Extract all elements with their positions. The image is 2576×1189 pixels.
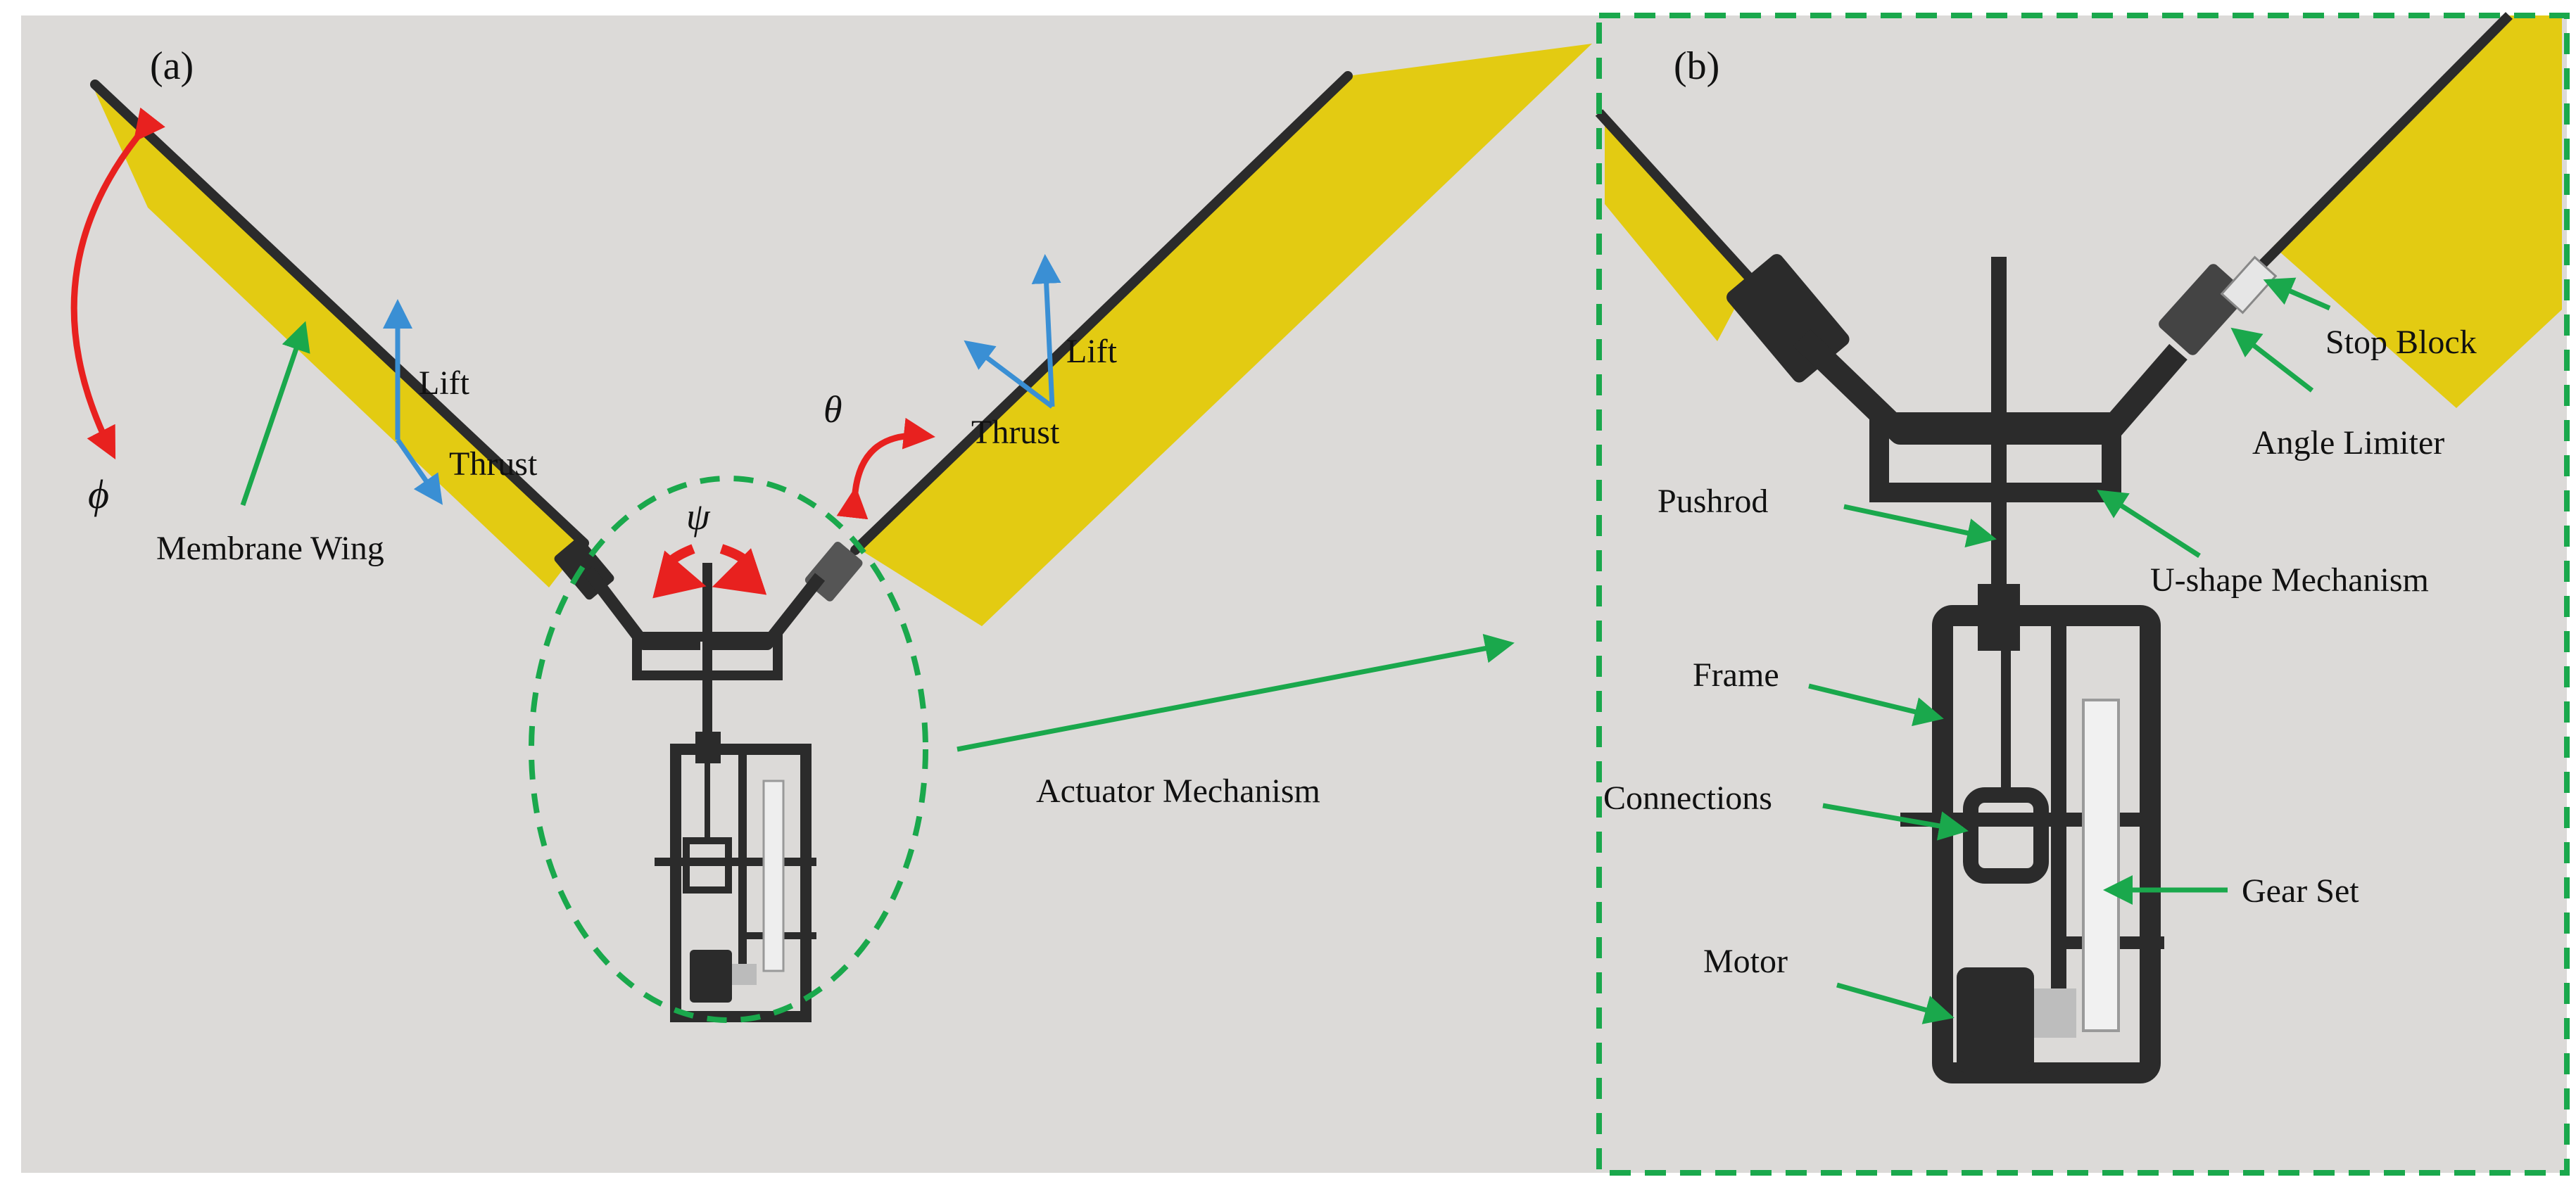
theta-symbol: θ bbox=[823, 388, 842, 431]
membrane-wing-label: Membrane Wing bbox=[156, 530, 384, 567]
actuator-mechanism-label: Actuator Mechanism bbox=[1036, 772, 1320, 810]
pushrod-label: Pushrod bbox=[1658, 483, 1768, 520]
theta-rotation-arrow-icon bbox=[836, 417, 935, 520]
psi-symbol: ψ bbox=[686, 495, 711, 538]
panel-b: (b) Stop Block Angle Limiter Pushrod U-s… bbox=[1595, 12, 2570, 1176]
actuator-highlight-ellipse bbox=[529, 476, 928, 1023]
stop-block bbox=[2220, 255, 2278, 314]
angle-limiter-label: Angle Limiter bbox=[2252, 424, 2444, 462]
small-actuator-mechanism bbox=[554, 537, 863, 1022]
angle-limiter-pointer-icon bbox=[2230, 327, 2314, 393]
panel-b-label: (b) bbox=[1674, 44, 1719, 88]
u-shape-pointer-icon bbox=[2097, 490, 2201, 558]
angle-limiter-block bbox=[2159, 264, 2247, 355]
gear-set-part bbox=[2082, 699, 2120, 1032]
small-gear-set bbox=[762, 780, 785, 972]
connections-part bbox=[1963, 787, 2049, 884]
left-wing-spar-zoom bbox=[1595, 109, 1760, 288]
left-wing-membrane bbox=[95, 91, 584, 587]
thrust-arrow-right-icon bbox=[964, 340, 1054, 409]
gear-set-label: Gear Set bbox=[2242, 872, 2359, 910]
membrane-wing-pointer-icon bbox=[240, 321, 310, 507]
phi-symbol: ϕ bbox=[88, 471, 109, 517]
actuator-pointer-icon bbox=[956, 633, 1515, 752]
lift-arrow-right-icon bbox=[1031, 254, 1061, 407]
right-wing-spar-zoom bbox=[2259, 12, 2513, 267]
phi-rotation-arrow-icon bbox=[70, 107, 165, 460]
left-linkage bbox=[582, 566, 700, 650]
motor-label: Motor bbox=[1703, 943, 1788, 980]
psi-rotation-arrow-icon-right bbox=[712, 544, 767, 595]
motor-part bbox=[1957, 967, 2034, 1073]
stop-block-label: Stop Block bbox=[2325, 324, 2477, 361]
panel-b-dashed-border bbox=[1596, 13, 2570, 1176]
lift-label-left: Lift bbox=[419, 364, 470, 402]
stop-block-pointer-icon bbox=[2263, 277, 2331, 311]
left-wing-membrane-zoom bbox=[1605, 113, 1749, 341]
panel-a: (a) ϕ θ ψ Lift Thrust Lift Thrust Membra… bbox=[21, 15, 1605, 1173]
left-wing-spar bbox=[90, 80, 589, 548]
small-motor-shaft bbox=[732, 964, 757, 985]
u-shape-mechanism-label: U-shape Mechanism bbox=[2150, 561, 2429, 599]
large-actuator-mechanism bbox=[1726, 254, 2278, 1083]
frame-part bbox=[1932, 605, 2161, 1083]
motor-pointer-icon bbox=[1836, 982, 1955, 1024]
thrust-label-right: Thrust bbox=[971, 414, 1060, 451]
connections-pointer-icon bbox=[1822, 803, 1969, 841]
pushrod-pointer-icon bbox=[1843, 504, 1997, 548]
panel-a-label: (a) bbox=[150, 44, 194, 88]
right-linkage bbox=[704, 573, 826, 650]
connections-label: Connections bbox=[1603, 780, 1772, 817]
motor-shaft bbox=[2034, 988, 2076, 1038]
right-wing-membrane-zoom bbox=[2273, 15, 2562, 408]
psi-rotation-arrow-icon-left bbox=[652, 544, 707, 599]
small-motor bbox=[690, 950, 732, 1003]
right-wing-membrane bbox=[859, 44, 1592, 626]
thrust-arrow-left-icon bbox=[396, 438, 443, 505]
left-linkage-zoom bbox=[1793, 329, 2002, 445]
thrust-label-left: Thrust bbox=[449, 445, 538, 483]
lift-label-right: Lift bbox=[1066, 333, 1118, 370]
right-wing-spar bbox=[850, 71, 1353, 555]
frame-label: Frame bbox=[1693, 656, 1779, 694]
frame-pointer-icon bbox=[1808, 683, 1944, 727]
